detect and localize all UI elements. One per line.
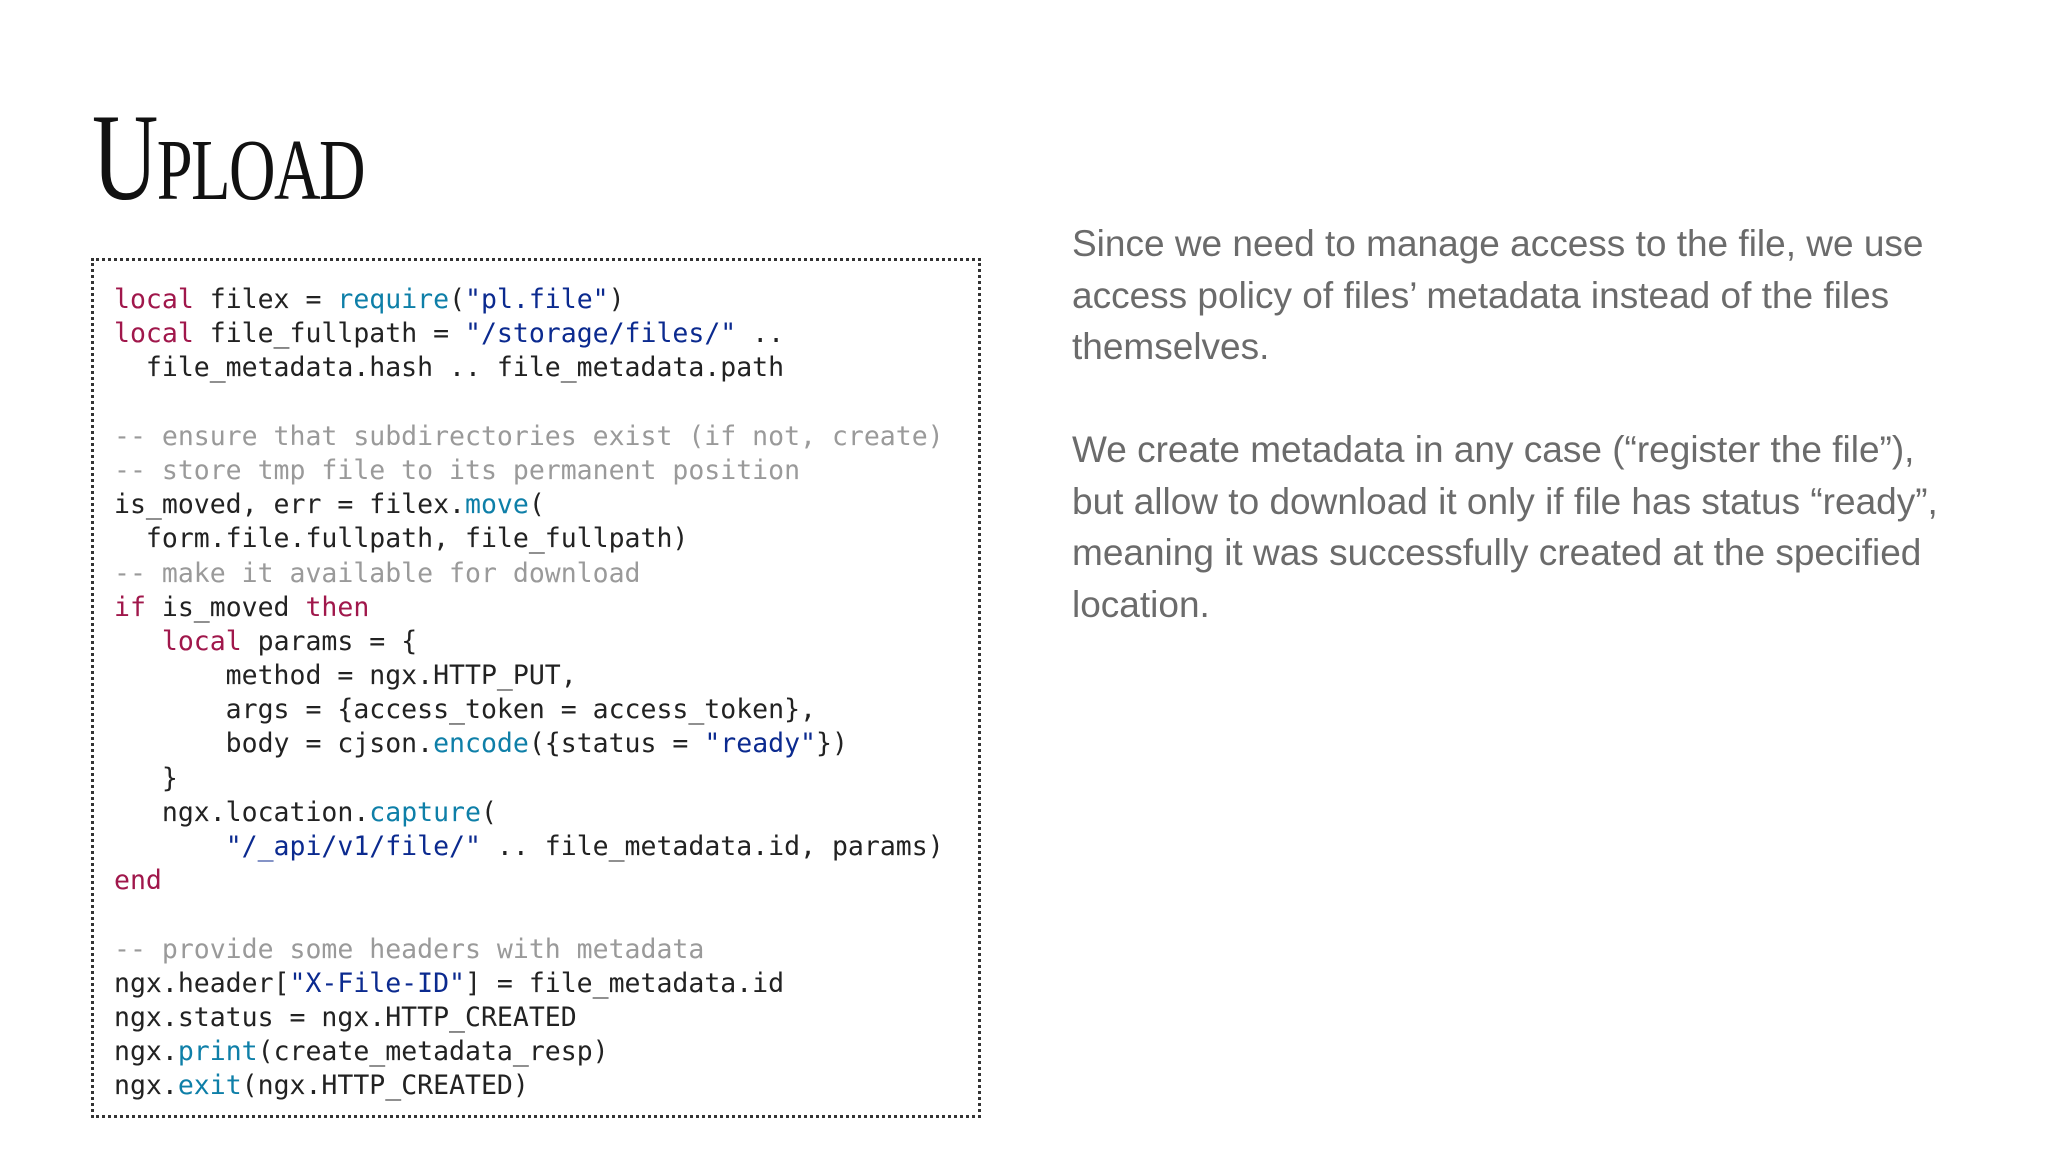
code-token: "ready" [704,728,817,760]
code-line: ngx.location.capture( [114,796,944,830]
code-line: -- store tmp file to its permanent posit… [114,454,944,488]
code-token: then [305,591,370,623]
code-line: local filex = require("pl.file") [114,283,944,317]
code-token: -- provide some headers with metadata [114,933,705,965]
code-token: "X-File-ID" [289,967,466,999]
paragraph-1: Since we need to manage access to the fi… [1072,223,1924,367]
code-token: encode [433,728,529,760]
code-token: -- store tmp file to its permanent posit… [114,454,801,486]
code-block: local filex = require("pl.file")local fi… [91,258,981,1118]
code-token: local [161,625,242,657]
code-line: ngx.header["X-File-ID"] = file_metadata.… [114,967,944,1001]
code-line [114,898,944,932]
code-token [114,831,226,862]
code-token: }) [816,728,848,760]
code-token: ngx.header[ [114,967,290,999]
code-token: (ngx.HTTP_CREATED) [241,1070,529,1102]
code-token: -- make it available for download [114,557,641,589]
code-token: is_moved [145,591,306,623]
code-line: ngx.exit(ngx.HTTP_CREATED) [114,1069,944,1103]
code-token: .. file_metadata.id, params) [480,831,944,862]
code-token: ngx. [114,1070,178,1102]
paragraph-2: We create metadata in any case (“registe… [1072,429,1938,625]
code-line: if is_moved then [114,591,944,625]
code-token: ngx.status = ngx.HTTP_CREATED [114,1001,577,1033]
code-token: local [114,284,194,315]
slide-title: Upload [92,89,365,226]
code-token: file_fullpath = [193,318,466,350]
code-listing: local filex = require("pl.file")local fi… [114,283,944,1104]
code-token: body = cjson. [114,728,434,760]
code-token: method = ngx.HTTP_PUT, [114,660,577,692]
code-token: params = { [241,625,418,657]
code-token: is_moved, err = filex. [114,489,465,521]
code-token: (create_metadata_resp) [257,1036,609,1068]
code-token: ( [449,284,466,315]
code-line: form.file.fullpath, file_fullpath) [114,522,944,556]
code-token: ) [608,284,625,315]
code-token: print [177,1036,258,1068]
code-token: } [114,762,178,794]
code-token: ( [480,796,497,828]
code-token: .. [736,318,785,350]
code-token: "pl.file" [465,284,609,315]
code-token: end [114,865,162,897]
code-line: "/_api/v1/file/" .. file_metadata.id, pa… [114,830,944,864]
code-token: file_metadata.hash .. file_metadata.path [114,352,785,384]
code-token: "/_api/v1/file/" [225,831,481,862]
code-line: file_metadata.hash .. file_metadata.path [114,351,944,385]
code-line: end [114,864,944,898]
code-line: local file_fullpath = "/storage/files/" … [114,317,944,351]
code-line: -- ensure that subdirectories exist (if … [114,420,944,454]
slide-body-text: Since we need to manage access to the fi… [1072,218,1952,682]
code-token: local [114,318,194,350]
code-line: args = {access_token = access_token}, [114,693,944,727]
code-line: -- make it available for download [114,557,944,591]
code-token: ngx. [114,1036,178,1068]
code-line: method = ngx.HTTP_PUT, [114,659,944,693]
code-token: ({status = [528,728,705,760]
code-token: require [337,284,450,315]
code-line: body = cjson.encode({status = "ready"}) [114,727,944,761]
code-token: "/storage/files/" [465,318,737,350]
code-token: form.file.fullpath, file_fullpath) [114,523,689,555]
code-token: ( [528,489,545,521]
code-line [114,386,944,420]
code-token: if [114,591,146,623]
code-line: ngx.status = ngx.HTTP_CREATED [114,1001,944,1035]
code-token: capture [369,796,481,828]
code-token: args = {access_token = access_token}, [114,694,816,726]
code-token: move [465,489,529,521]
code-line: is_moved, err = filex.move( [114,488,944,522]
code-line: local params = { [114,625,944,659]
code-token: filex = [193,284,338,315]
code-token: -- ensure that subdirectories exist (if … [114,420,944,452]
code-token: exit [177,1070,242,1102]
code-token: ngx.location. [114,796,370,828]
code-token [114,626,162,657]
code-line: } [114,762,944,796]
code-line: -- provide some headers with metadata [114,933,944,967]
code-line: ngx.print(create_metadata_resp) [114,1035,944,1069]
code-token: ] = file_metadata.id [465,967,785,999]
